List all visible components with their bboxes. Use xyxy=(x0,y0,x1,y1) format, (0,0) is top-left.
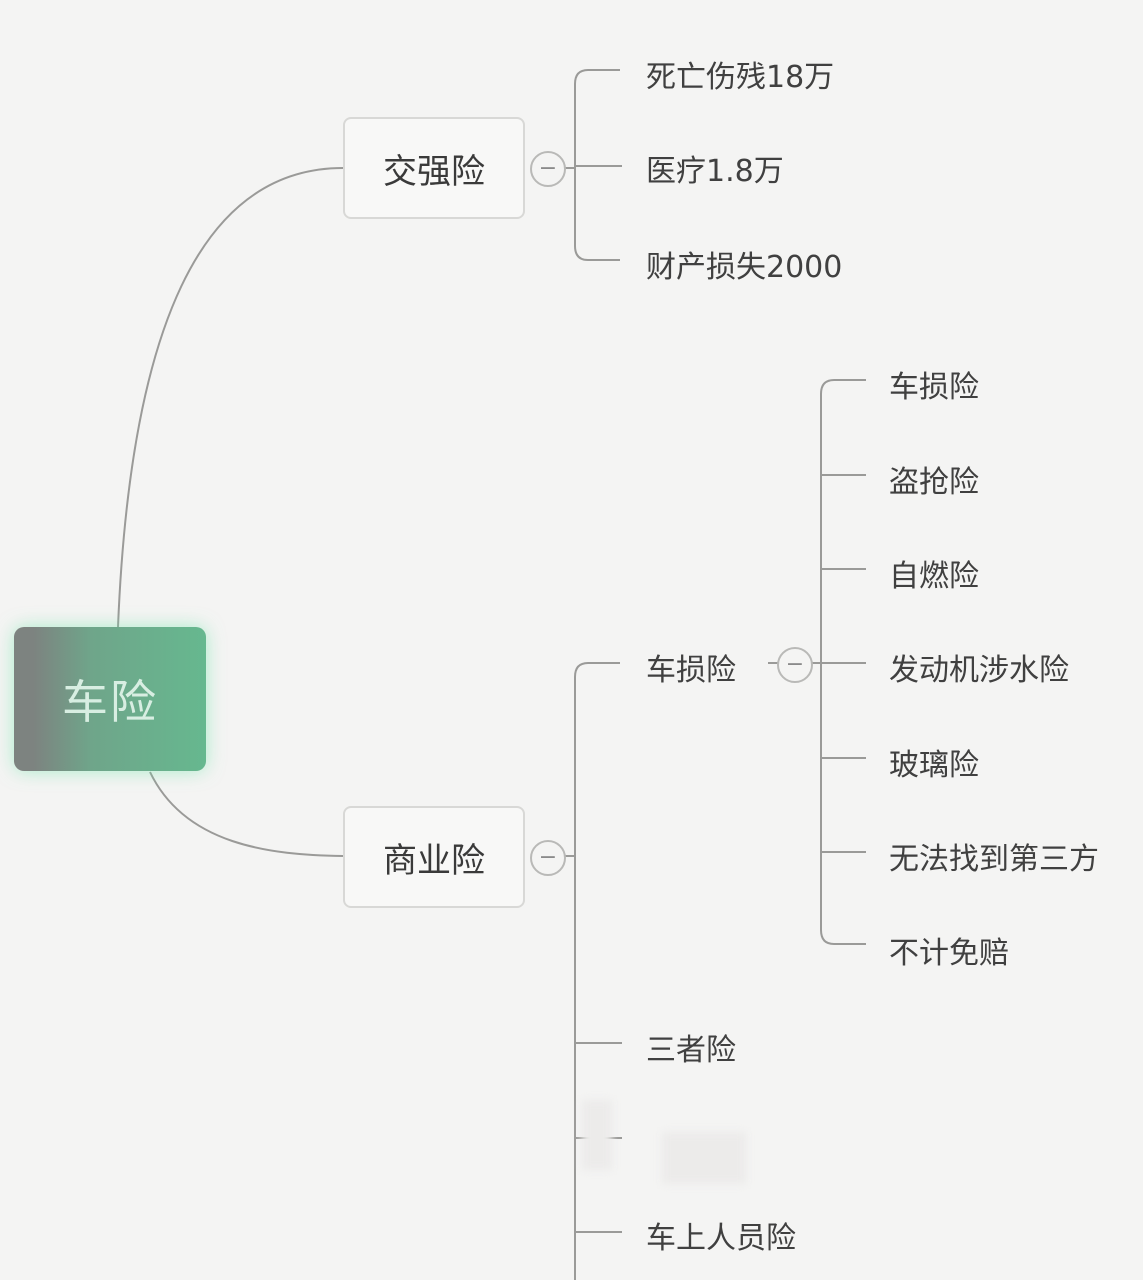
leaf-node[interactable]: 玻璃险 xyxy=(889,740,979,784)
minus-icon: − xyxy=(785,652,805,677)
leaf-node[interactable]: 医疗1.8万 xyxy=(646,146,784,190)
leaf-label: 医疗1.8万 xyxy=(646,154,784,189)
branch-label: 交强险 xyxy=(383,151,485,192)
leaf-label: 不计免赔 xyxy=(889,936,1009,971)
leaf-node[interactable]: 财产损失2000 xyxy=(646,242,842,286)
root-node[interactable]: 车险 xyxy=(14,627,206,771)
redacted-label xyxy=(662,1132,746,1184)
leaf-label: 盗抢险 xyxy=(889,465,979,500)
subbranch-node-chesun[interactable]: 车损险 xyxy=(646,645,736,689)
connector-sy-bracket xyxy=(574,662,620,1280)
leaf-label: 自燃险 xyxy=(889,559,979,594)
leaf-label: 发动机涉水险 xyxy=(889,653,1069,688)
branch-label: 商业险 xyxy=(383,840,485,881)
leaf-node[interactable]: 不计免赔 xyxy=(889,928,1009,972)
leaf-label: 财产损失2000 xyxy=(646,250,843,285)
branch-node-jiaoqiang[interactable]: 交强险 xyxy=(343,117,525,219)
connector-root-shangye xyxy=(149,771,344,857)
root-label: 车险 xyxy=(62,675,158,729)
collapse-toggle-chesun[interactable]: − xyxy=(777,647,813,683)
collapse-toggle-jiaoqiang[interactable]: − xyxy=(530,151,566,187)
minus-icon: − xyxy=(538,845,558,870)
leaf-node[interactable]: 死亡伤残18万 xyxy=(646,52,834,96)
leaf-node[interactable]: 车损险 xyxy=(889,362,979,406)
leaf-node[interactable]: 无法找到第三方 xyxy=(889,834,1099,878)
redacted-patch xyxy=(582,1100,612,1170)
collapse-toggle-shangye[interactable]: − xyxy=(530,840,566,876)
minus-icon: − xyxy=(538,156,558,181)
leaf-node[interactable]: 发动机涉水险 xyxy=(889,645,1069,689)
branch-node-shangye[interactable]: 商业险 xyxy=(343,806,525,908)
leaf-label: 死亡伤残18万 xyxy=(646,60,835,95)
leaf-label: 玻璃险 xyxy=(889,748,979,783)
leaf-label: 三者险 xyxy=(646,1033,736,1068)
leaf-label: 车损险 xyxy=(646,653,736,688)
leaf-node[interactable]: 车上人员险 xyxy=(646,1213,796,1257)
leaf-label: 车上人员险 xyxy=(646,1221,796,1256)
leaf-node[interactable]: 自燃险 xyxy=(889,551,979,595)
leaf-label: 无法找到第三方 xyxy=(889,842,1099,877)
connector-root-jiaoqiang xyxy=(117,167,344,628)
leaf-node[interactable]: 盗抢险 xyxy=(889,457,979,501)
leaf-label: 车损险 xyxy=(889,370,979,405)
leaf-node[interactable]: 三者险 xyxy=(646,1025,736,1069)
